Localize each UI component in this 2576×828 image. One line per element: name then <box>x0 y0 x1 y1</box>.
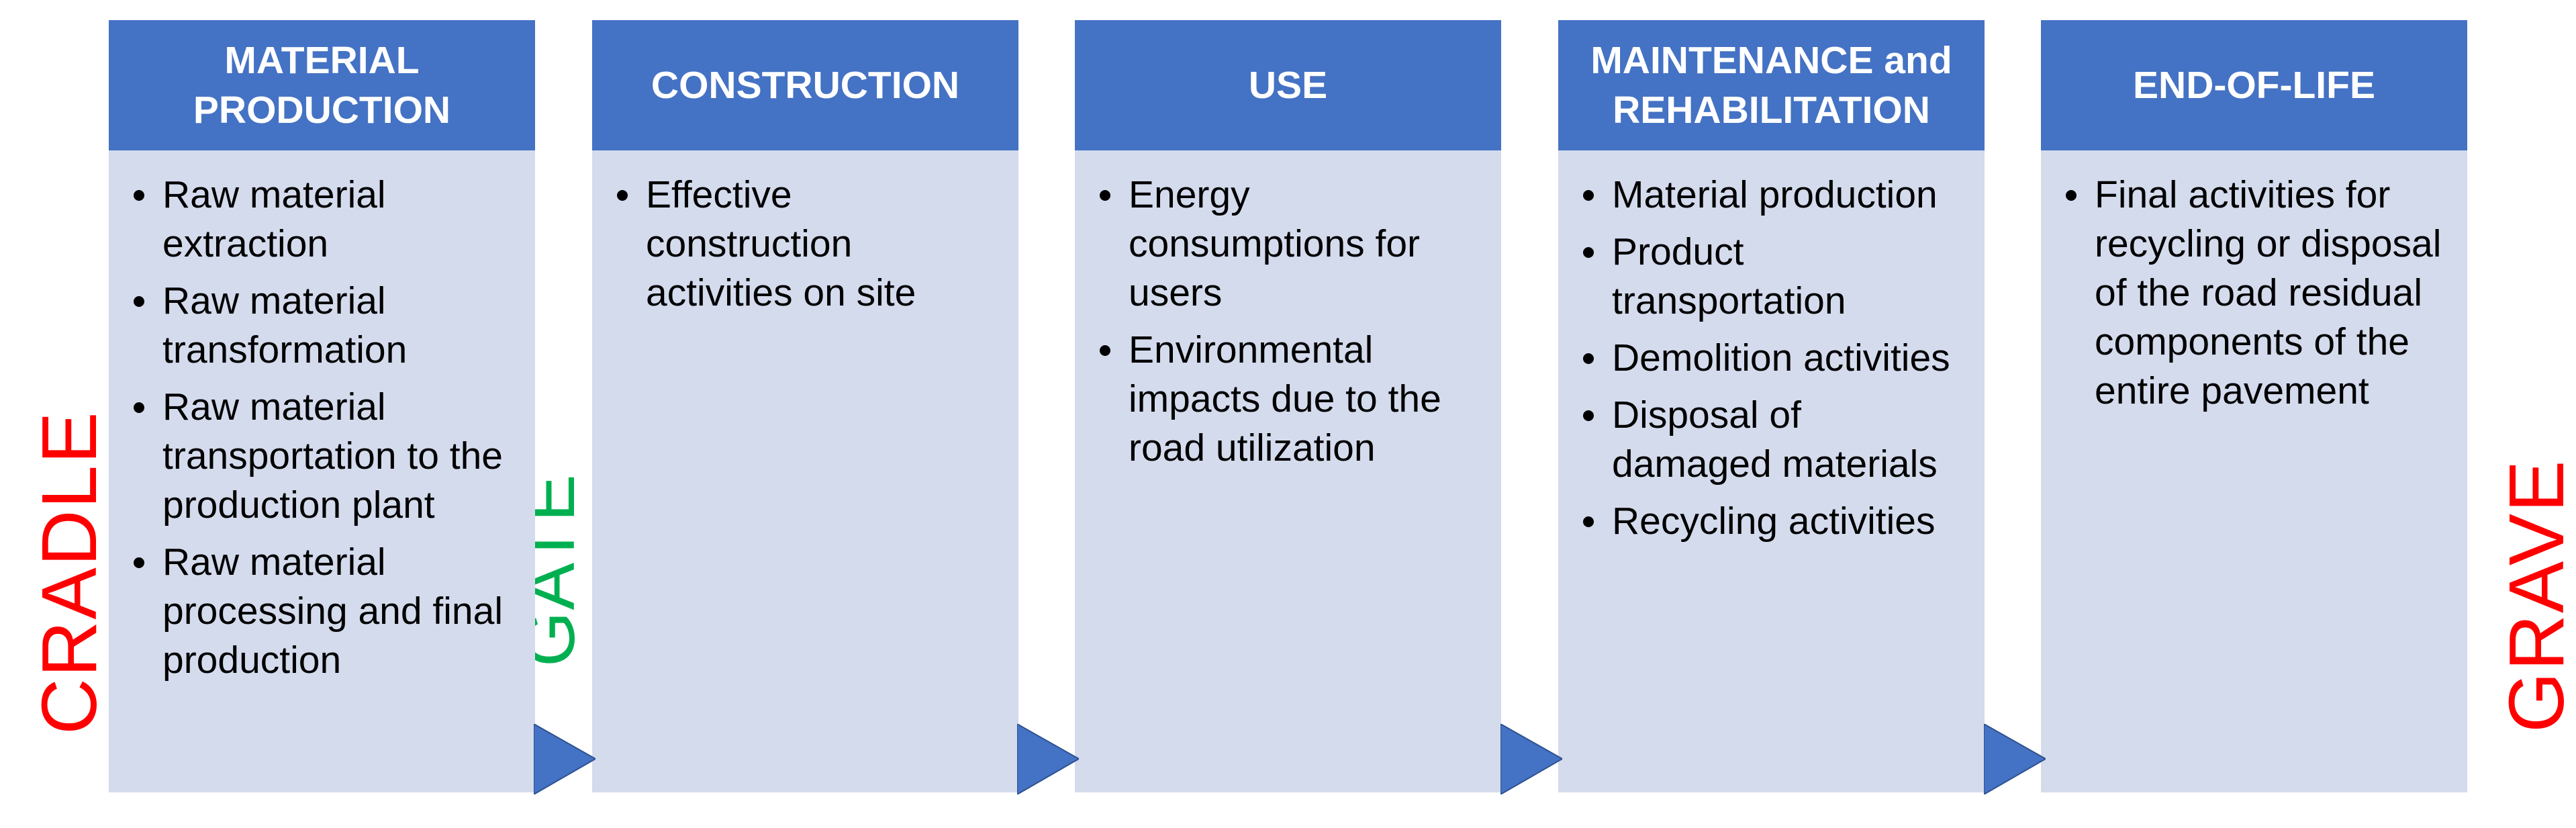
stage-header: MATERIAL PRODUCTION <box>109 20 535 150</box>
stage-item-list: Final activities for recycling or dispos… <box>2041 150 2467 416</box>
list-item: Raw material transformation <box>134 277 522 375</box>
stage-title: CONSTRUCTION <box>651 64 960 107</box>
list-item: Raw material processing and final produc… <box>134 538 522 685</box>
stage-material-production: MATERIAL PRODUCTION Raw material extract… <box>109 20 535 792</box>
list-item: Material production <box>1583 171 1971 220</box>
list-item: Energy consumptions for users <box>1100 171 1488 318</box>
stage-item-list: Effective construction activities on sit… <box>592 150 1018 318</box>
stage-maintenance: MAINTENANCE and REHABILITATION Material … <box>1558 20 1985 792</box>
stage-body: Raw material extraction Raw material tra… <box>109 150 535 792</box>
flow-arrow-icon <box>1984 724 2046 794</box>
stage-title: USE <box>1248 64 1328 107</box>
list-item: Raw material extraction <box>134 171 522 269</box>
stage-construction: CONSTRUCTION Effective construction acti… <box>592 20 1018 792</box>
flow-arrow-icon <box>534 724 595 794</box>
stage-title: MATERIAL PRODUCTION <box>193 39 451 132</box>
stage-body: Material production Product transportati… <box>1558 150 1985 792</box>
stage-body: Final activities for recycling or dispos… <box>2041 150 2467 792</box>
list-item: Product transportation <box>1583 228 1971 326</box>
list-item: Demolition activities <box>1583 334 1971 383</box>
grave-label: GRAVE <box>2493 459 2576 733</box>
stage-title: MAINTENANCE and REHABILITATION <box>1590 39 1952 132</box>
stage-header: USE <box>1075 20 1501 150</box>
stage-body: Energy consumptions for users Environmen… <box>1075 150 1501 792</box>
list-item: Raw material transportation to the produ… <box>134 383 522 530</box>
flow-arrow-icon <box>1500 724 1562 794</box>
stage-end-of-life: END-OF-LIFE Final activities for recycli… <box>2041 20 2467 792</box>
list-item: Environmental impacts due to the road ut… <box>1100 326 1488 473</box>
flow-arrow-icon <box>1017 724 1079 794</box>
stage-item-list: Raw material extraction Raw material tra… <box>109 150 535 685</box>
list-item: Final activities for recycling or dispos… <box>2066 171 2454 416</box>
stage-use: USE Energy consumptions for users Enviro… <box>1075 20 1501 792</box>
list-item: Recycling activities <box>1583 497 1971 546</box>
stage-header: CONSTRUCTION <box>592 20 1018 150</box>
cradle-label: CRADLE <box>26 410 113 735</box>
stage-item-list: Material production Product transportati… <box>1558 150 1985 546</box>
stage-title: END-OF-LIFE <box>2133 64 2375 107</box>
list-item: Effective construction activities on sit… <box>617 171 1005 318</box>
stage-header: MAINTENANCE and REHABILITATION <box>1558 20 1985 150</box>
stage-body: Effective construction activities on sit… <box>592 150 1018 792</box>
stage-header: END-OF-LIFE <box>2041 20 2467 150</box>
stage-item-list: Energy consumptions for users Environmen… <box>1075 150 1501 473</box>
list-item: Disposal of damaged materials <box>1583 391 1971 489</box>
